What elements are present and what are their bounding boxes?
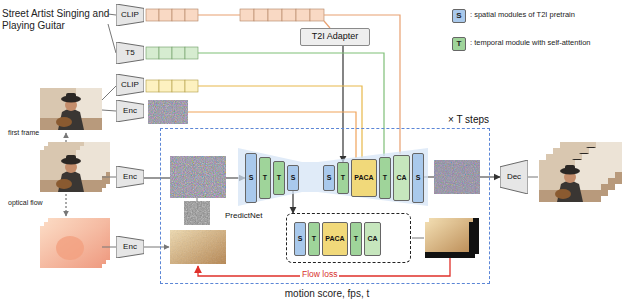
- temporal-block: T: [259, 157, 271, 199]
- denoising-loop: × T stepsSTTSSTPACATCASPredictNetSTPACAT…: [160, 128, 490, 284]
- adapter-box: T2I Adapter: [300, 28, 370, 46]
- node-label: T: [277, 174, 281, 182]
- spatial-block: S: [323, 165, 335, 191]
- node-label: Enc: [123, 173, 137, 182]
- temporal-block: T: [308, 222, 320, 256]
- node-label: Enc: [123, 107, 137, 116]
- node-heading: × T steps: [448, 114, 489, 125]
- legend-letter: S: [452, 9, 466, 23]
- input-caption: optical flow: [8, 199, 60, 207]
- node-heading: PredictNet: [225, 212, 262, 221]
- text-encoder: CLIP: [116, 4, 144, 26]
- temporal-block: T: [350, 222, 362, 256]
- node-label: S: [327, 174, 332, 182]
- node-label: S: [298, 235, 303, 243]
- text-encoder: T5: [116, 42, 144, 64]
- node-label: Enc: [123, 243, 137, 252]
- temporal-block: T: [379, 157, 391, 199]
- legend-letter: T: [452, 37, 466, 51]
- flow-arrow: [292, 191, 293, 213]
- latent-encoder: Enc: [116, 100, 144, 122]
- node-label: CA: [367, 235, 377, 243]
- node-label: CLIP: [121, 81, 139, 90]
- paca-block: PACA: [351, 159, 377, 197]
- legend-text: : temporal module with self-attention: [470, 39, 638, 48]
- latent-encoder: Enc: [116, 166, 144, 188]
- spatial-block: S: [294, 222, 306, 256]
- node-label: T5: [125, 49, 134, 58]
- condition-label: motion score, fps, t: [262, 288, 392, 300]
- node-label: S: [249, 174, 254, 182]
- spatial-block: S: [287, 165, 299, 191]
- decoder-box: Dec: [500, 160, 528, 194]
- predictnet-box: PredictNetSTPACATCA: [286, 213, 411, 263]
- node-label: T: [263, 174, 267, 182]
- temporal-block: T: [273, 161, 285, 195]
- node-label: T: [312, 235, 316, 243]
- node-label: T: [341, 174, 345, 182]
- node-label: T: [354, 235, 358, 243]
- flow-arrow: [342, 46, 343, 162]
- node-label: S: [291, 174, 296, 182]
- loss-label: Flow loss: [300, 270, 339, 280]
- paca-block: PACA: [322, 222, 348, 256]
- node-label: PACA: [325, 235, 344, 243]
- temporal-block: T: [337, 162, 349, 194]
- cross-attention-block: CA: [364, 222, 381, 256]
- image-encoder: CLIP: [116, 74, 144, 96]
- prompt-text: Street Artist Singing and Playing Guitar: [2, 8, 110, 31]
- cross-attention-block: CA: [393, 155, 410, 201]
- node-label: Dec: [507, 173, 521, 182]
- node-label: CLIP: [121, 11, 139, 20]
- node-label: CA: [396, 174, 406, 182]
- node-label: PACA: [354, 174, 373, 182]
- latent-encoder: Enc: [116, 236, 144, 258]
- spatial-block: S: [245, 153, 257, 203]
- node-label: T2I Adapter: [312, 32, 359, 42]
- node-label: S: [416, 174, 421, 182]
- spatial-block: S: [412, 153, 424, 203]
- input-caption: first frame: [8, 129, 56, 137]
- node-label: T: [383, 174, 387, 182]
- legend-text: : spatial modules of T2I pretrain: [470, 11, 638, 20]
